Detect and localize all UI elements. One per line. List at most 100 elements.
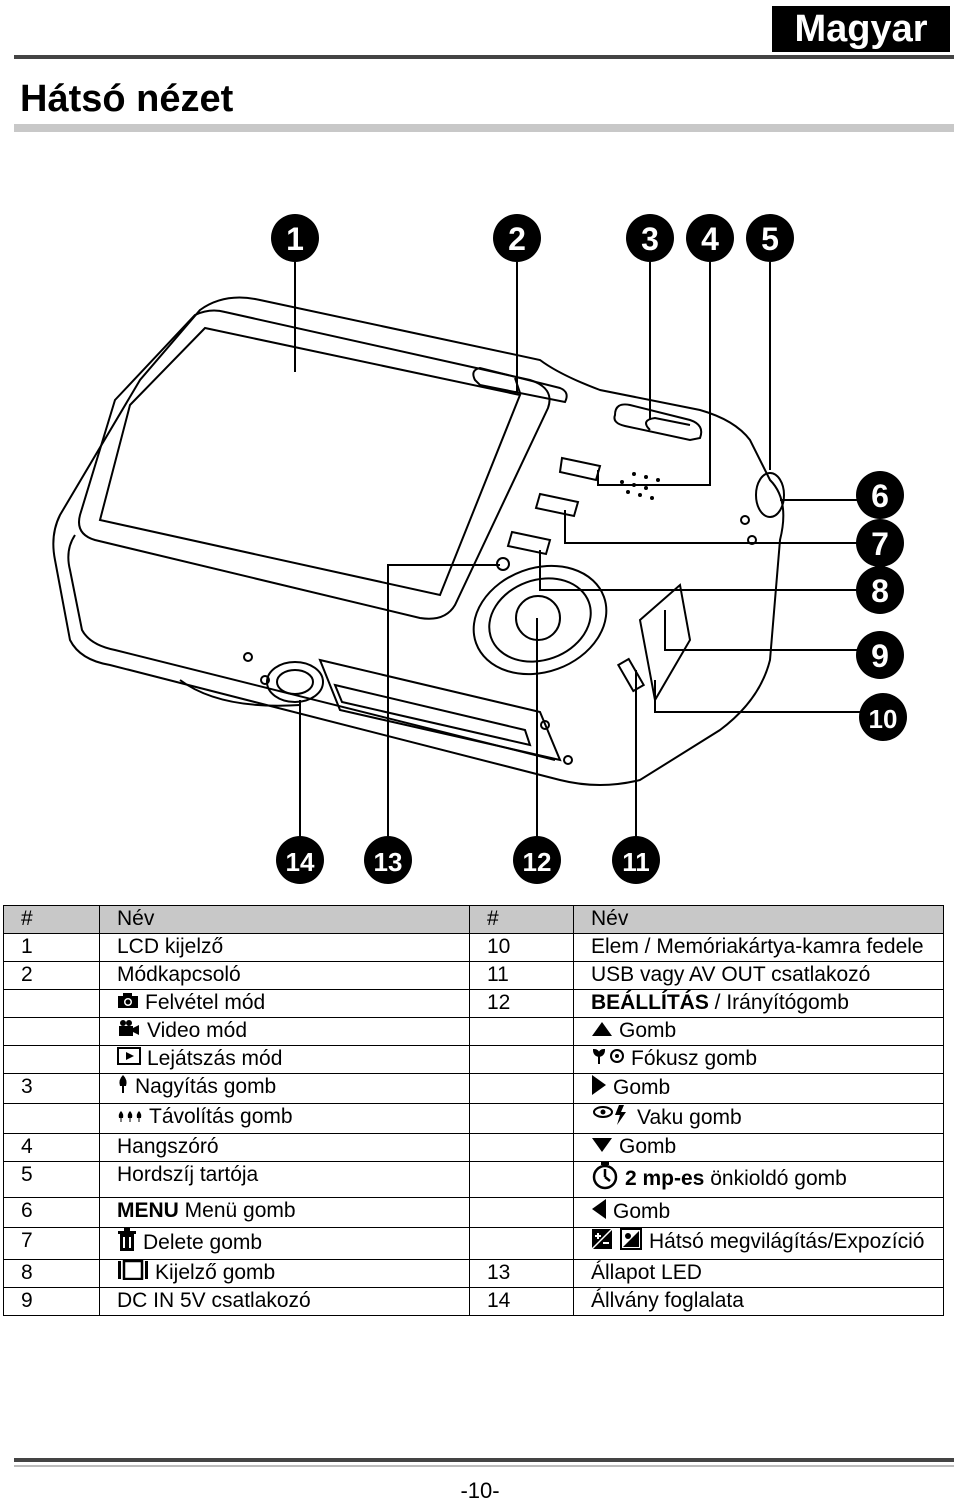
name-text: Elem / Memóriakártya-kamra fedele (591, 935, 924, 958)
name-text: Gomb (613, 1200, 671, 1224)
flash-icon (591, 1104, 631, 1133)
header-number-2: # (469, 905, 574, 934)
name-text: Delete gomb (143, 1231, 263, 1255)
callout-4: 4 (686, 214, 734, 262)
callout-1: 1 (271, 214, 319, 262)
part-name-right: Elem / Memóriakártya-kamra fedele (573, 933, 944, 962)
svg-text:5: 5 (761, 221, 779, 257)
name-text: Nagyítás gomb (135, 1075, 277, 1099)
callout-14: 14 (276, 836, 324, 884)
name-text: USB vagy AV OUT csatlakozó (591, 963, 871, 986)
svg-text:2: 2 (508, 221, 526, 257)
bold-text: MENU (117, 1199, 179, 1222)
part-number-right (469, 1073, 574, 1104)
part-name-right: Vaku gomb (573, 1103, 944, 1134)
part-name-left: Hordszíj tartója (99, 1161, 470, 1198)
part-number-right: 10 (469, 933, 574, 962)
name-text: LCD kijelző (117, 935, 224, 958)
part-name-left: Kijelző gomb (99, 1259, 470, 1288)
table-row: Video mód Gomb (3, 1017, 944, 1046)
part-number-left: 2 (3, 961, 100, 990)
svg-text:8: 8 (871, 573, 889, 609)
playback-icon (117, 1046, 141, 1072)
part-number-left: 3 (3, 1073, 100, 1104)
part-name-left: Hangszóró (99, 1133, 470, 1162)
part-name-left: Felvétel mód (99, 989, 470, 1018)
part-name-right: Gomb (573, 1197, 944, 1228)
name-text: Hangszóró (117, 1135, 219, 1158)
self-timer-icon (591, 1162, 619, 1197)
page-number: -10- (460, 1478, 500, 1503)
part-name-right: BEÁLLÍTÁS / Irányítógomb (573, 989, 944, 1018)
part-number-left: 6 (3, 1197, 100, 1228)
part-number-left: 5 (3, 1161, 100, 1198)
video-camera-icon (117, 1018, 141, 1044)
name-text: Gomb (619, 1019, 677, 1042)
page-title: Hátsó nézet (20, 78, 234, 120)
footer-rule-light (14, 1465, 954, 1467)
menu-button (558, 456, 602, 482)
name-text: Video mód (147, 1019, 248, 1042)
table-row: 6 MENU Menü gomb Gomb (3, 1197, 944, 1228)
callout-7: 7 (856, 519, 904, 567)
header-number-1: # (3, 905, 100, 934)
part-number-left (3, 1103, 100, 1134)
part-number-right: 11 (469, 961, 574, 990)
part-name-right: Gomb (573, 1133, 944, 1162)
svg-text:6: 6 (871, 478, 889, 514)
name-text: DC IN 5V csatlakozó (117, 1289, 311, 1312)
header-name-2: Név (573, 905, 944, 934)
svg-text:11: 11 (622, 847, 650, 877)
table-header-row: # Név # Név (3, 905, 944, 934)
part-name-right: Fókusz gomb (573, 1045, 944, 1074)
part-name-right: Állapot LED (573, 1259, 944, 1288)
part-number-left (3, 989, 100, 1018)
delete-button (534, 492, 580, 518)
part-name-left: Video mód (99, 1017, 470, 1046)
svg-text:4: 4 (701, 221, 719, 257)
display-icon (117, 1259, 149, 1287)
title-rule (14, 124, 954, 132)
part-name-right: Állvány foglalata (573, 1287, 944, 1316)
trash-icon (117, 1228, 137, 1259)
display-button (506, 530, 552, 556)
name-text: / Irányítógomb (708, 991, 849, 1014)
callout-8: 8 (856, 566, 904, 614)
part-number-left: 7 (3, 1227, 100, 1260)
part-number-right (469, 1103, 574, 1134)
left-arrow-icon (591, 1198, 607, 1227)
part-number-right: 13 (469, 1259, 574, 1288)
name-text: Hordszíj tartója (117, 1163, 259, 1186)
callout-5: 5 (746, 214, 794, 262)
name-text: Vaku gomb (637, 1106, 742, 1130)
part-number-left: 9 (3, 1287, 100, 1316)
footer-rule (14, 1458, 954, 1462)
table-row: 3 Nagyítás gomb Gomb (3, 1073, 944, 1104)
tripod-socket (266, 661, 324, 703)
part-name-left: LCD kijelző (99, 933, 470, 962)
name-text: Állvány foglalata (591, 1289, 744, 1312)
name-text: Lejátszás mód (147, 1047, 283, 1070)
bold-text: BEÁLLÍTÁS (591, 991, 709, 1014)
callout-9: 9 (856, 631, 904, 679)
svg-text:14: 14 (286, 847, 315, 877)
name-text: Állapot LED (591, 1261, 702, 1284)
part-name-left: Lejátszás mód (99, 1045, 470, 1074)
exposure-icon (591, 1228, 643, 1257)
name-text: Gomb (613, 1076, 671, 1100)
callout-11: 11 (612, 836, 660, 884)
part-number-right (469, 1133, 574, 1162)
callout-3: 3 (626, 214, 674, 262)
bold-text: 2 mp-es (625, 1167, 705, 1191)
part-name-right: Gomb (573, 1017, 944, 1046)
name-text: Menü gomb (178, 1199, 296, 1222)
svg-text:7: 7 (871, 526, 889, 562)
callout-10: 10 (859, 693, 907, 741)
svg-text:12: 12 (523, 847, 552, 877)
